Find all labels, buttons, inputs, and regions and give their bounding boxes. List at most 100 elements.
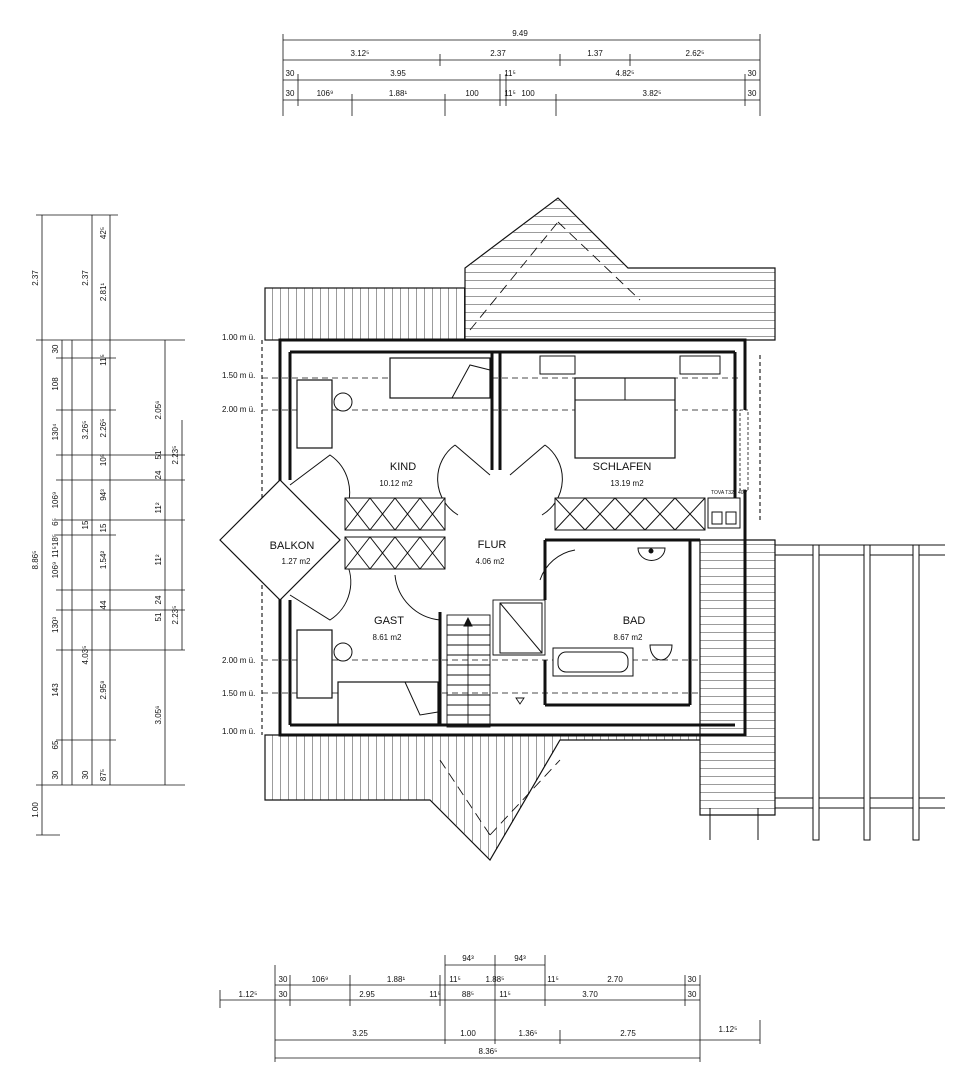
svg-text:130⁴: 130⁴ (51, 423, 60, 440)
svg-text:106⁹: 106⁹ (51, 562, 60, 579)
svg-text:2.95⁸: 2.95⁸ (99, 681, 108, 700)
top-overall-dim: 9.49 (512, 29, 528, 38)
bottom-dimension-labels: 94³ 94³ 30 106⁹ 1.88¹ 11⁵ 1.88⁵ 11⁵ 2.70… (239, 954, 738, 1056)
svg-text:2.37: 2.37 (31, 270, 40, 286)
svg-text:2.81¹: 2.81¹ (99, 283, 108, 302)
room-bad-area: 8.67 m2 (614, 633, 643, 642)
room-gast-area: 8.61 m2 (373, 633, 402, 642)
svg-text:6⁵: 6⁵ (51, 518, 60, 526)
svg-text:11⁵: 11⁵ (547, 975, 559, 984)
bad-fixtures (499, 497, 741, 677)
svg-text:11⁵: 11⁵ (504, 69, 516, 78)
pergola (709, 544, 945, 841)
level-150-bottom: 1.50 m ü. (222, 689, 255, 698)
svg-text:1.88¹: 1.88¹ (389, 89, 408, 98)
svg-text:100: 100 (465, 89, 479, 98)
svg-text:3.95: 3.95 (390, 69, 406, 78)
walls (219, 338, 761, 737)
svg-text:24: 24 (154, 595, 163, 604)
level-200-top: 2.00 m ü. (222, 405, 255, 414)
room-balkon-name: BALKON (270, 540, 315, 552)
svg-text:2.26⁵: 2.26⁵ (99, 419, 108, 438)
left-dimension-labels: 2.37 8.86⁵ 1.00 30 108 130⁴ 106⁹ 6⁵ 18⁵ … (31, 227, 180, 818)
svg-text:100: 100 (521, 89, 535, 98)
roof-areas (264, 197, 776, 861)
room-balkon-area: 1.27 m2 (282, 557, 311, 566)
nightstand-right (679, 355, 721, 375)
svg-text:143: 143 (51, 683, 60, 697)
svg-text:2.37: 2.37 (490, 49, 506, 58)
bottom-overall-dim: 8.36⁵ (479, 1047, 498, 1056)
svg-text:88⁵: 88⁵ (462, 990, 474, 999)
svg-text:2.23⁵: 2.23⁵ (171, 446, 180, 465)
furniture (296, 355, 749, 728)
left-dimension-chains (36, 214, 185, 836)
svg-text:30: 30 (286, 89, 295, 98)
svg-text:1.00: 1.00 (460, 1029, 476, 1038)
svg-text:24: 24 (154, 470, 163, 479)
level-200-bottom: 2.00 m ü. (222, 656, 255, 665)
room-kind-area: 10.12 m2 (379, 479, 413, 488)
svg-text:2.70: 2.70 (607, 975, 623, 984)
svg-text:2.62⁵: 2.62⁵ (686, 49, 705, 58)
kind-bed (389, 357, 491, 399)
svg-text:1.36⁵: 1.36⁵ (519, 1029, 538, 1038)
kind-chair (333, 392, 353, 412)
svg-text:3.70: 3.70 (582, 990, 598, 999)
roof-bottom (264, 734, 721, 861)
svg-text:1.00: 1.00 (31, 802, 40, 818)
svg-text:18⁵: 18⁵ (51, 534, 60, 546)
svg-text:10⁵: 10⁵ (99, 454, 108, 466)
svg-text:2.75: 2.75 (620, 1029, 636, 1038)
kind-desk (296, 379, 333, 449)
svg-text:94³: 94³ (99, 489, 108, 501)
svg-text:4.03⁵: 4.03⁵ (81, 646, 90, 665)
svg-text:15: 15 (81, 520, 90, 529)
svg-text:42⁵: 42⁵ (99, 227, 108, 239)
svg-text:1.54²: 1.54² (99, 551, 108, 570)
svg-text:30: 30 (688, 975, 697, 984)
svg-text:3.05⁶: 3.05⁶ (154, 706, 163, 725)
svg-text:3.82⁵: 3.82⁵ (643, 89, 662, 98)
svg-text:30: 30 (748, 89, 757, 98)
room-bad-name: BAD (623, 615, 646, 627)
svg-text:11²: 11² (154, 502, 163, 513)
svg-text:3.25: 3.25 (352, 1029, 368, 1038)
gast-desk (296, 629, 333, 699)
svg-text:1.88⁵: 1.88⁵ (486, 975, 505, 984)
svg-text:2.95: 2.95 (359, 990, 375, 999)
svg-text:11⁵: 11⁵ (504, 89, 516, 98)
svg-text:11⁵: 11⁵ (99, 354, 108, 366)
svg-text:1.88¹: 1.88¹ (387, 975, 406, 984)
wardrobe-kind (344, 497, 446, 531)
svg-text:11⁵: 11⁵ (429, 990, 441, 999)
kind-pillow (451, 364, 491, 399)
stairs (446, 599, 546, 728)
svg-text:8.86⁵: 8.86⁵ (31, 551, 40, 570)
svg-text:94³: 94³ (462, 954, 474, 963)
svg-text:106⁹: 106⁹ (317, 89, 334, 98)
svg-text:130³: 130³ (51, 617, 60, 633)
svg-text:15: 15 (99, 523, 108, 532)
washbasin (637, 547, 666, 561)
gast-pillow (404, 681, 439, 716)
roof-dormer-top (464, 197, 776, 341)
wardrobe-gast (344, 536, 446, 570)
svg-text:30: 30 (51, 344, 60, 353)
room-schlafen-area: 13.19 m2 (610, 479, 644, 488)
balcony-outline (219, 479, 341, 601)
schlafen-furniture (539, 355, 749, 491)
svg-text:106⁹: 106⁹ (51, 492, 60, 509)
bottom-dimension-chains (219, 955, 761, 1062)
svg-text:2.37: 2.37 (81, 270, 90, 286)
gast-bed (337, 681, 439, 725)
svg-text:11⁵: 11⁵ (449, 975, 461, 984)
svg-text:1.37: 1.37 (587, 49, 603, 58)
room-flur-name: FLUR (478, 539, 507, 551)
svg-text:108: 108 (51, 377, 60, 391)
svg-text:44: 44 (99, 600, 108, 609)
level-100-bottom: 1.00 m ü. (222, 727, 255, 736)
svg-text:30: 30 (286, 69, 295, 78)
gast-chair (333, 642, 353, 662)
top-dimension-labels: 9.49 3.12⁵ 2.37 1.37 2.62⁵ 30 3.95 11⁵ 4… (286, 29, 757, 98)
